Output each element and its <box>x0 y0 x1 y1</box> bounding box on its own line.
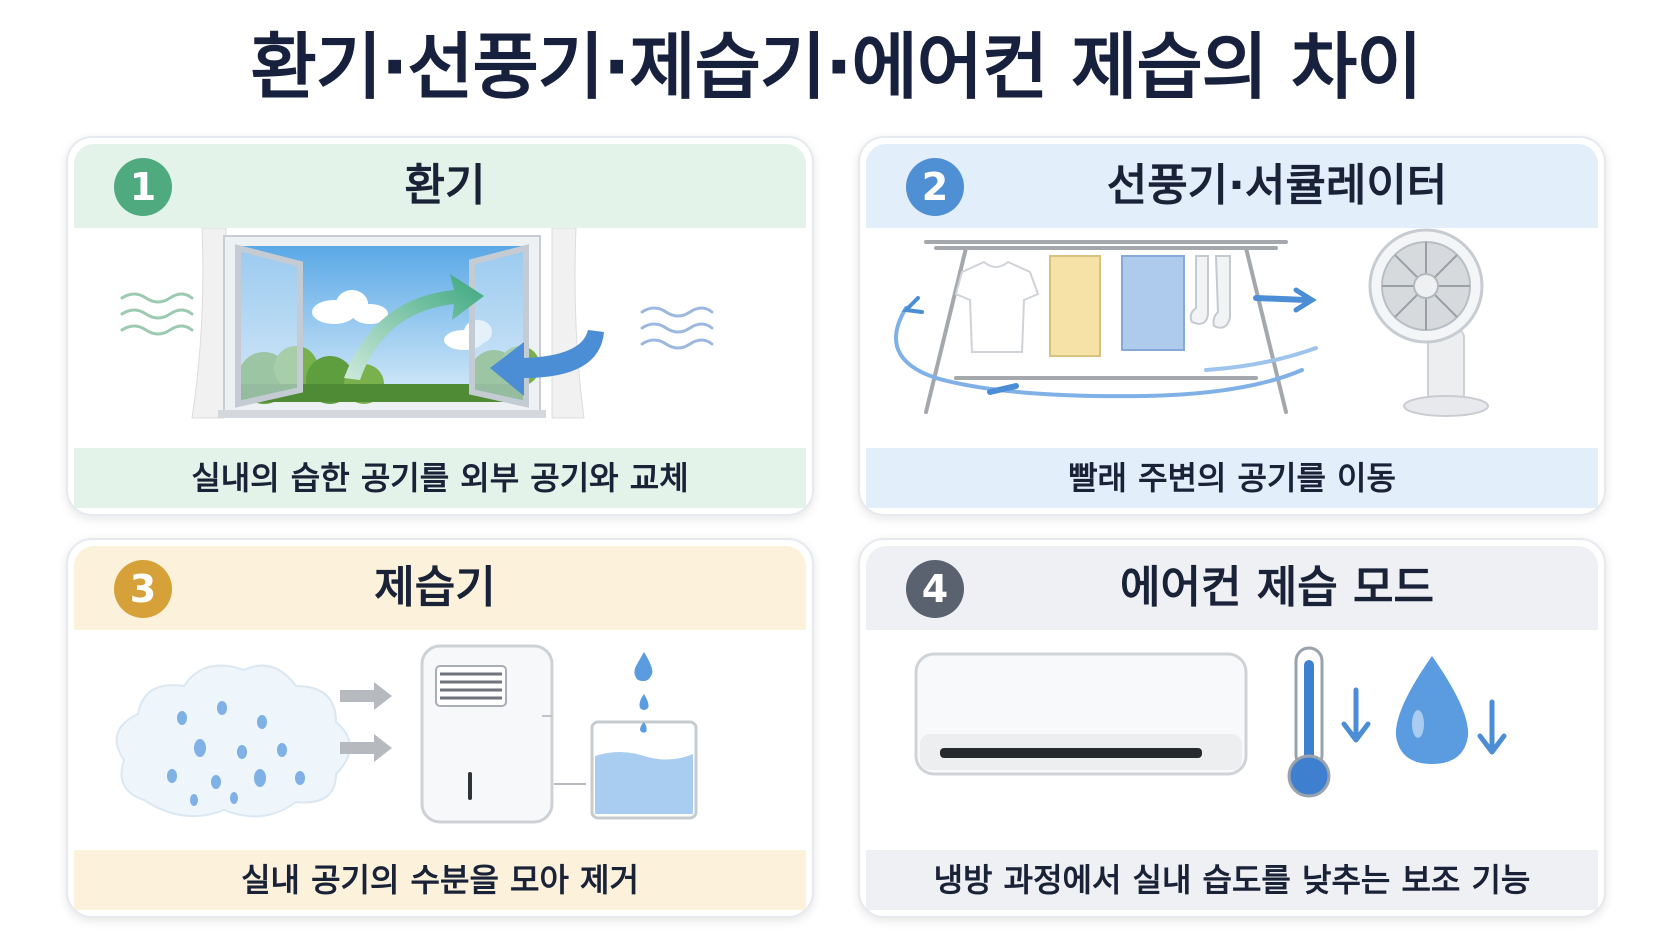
card-header: 2 선풍기·서큘레이터 <box>866 144 1598 228</box>
card-header: 1 환기 <box>74 144 806 228</box>
card-number-badge: 1 <box>114 158 172 216</box>
laundry-fan-illustration <box>894 228 1489 417</box>
card-title: 선풍기·서큘레이터 <box>1106 160 1448 211</box>
curtain-right <box>551 228 585 419</box>
water-drops-icon <box>634 652 653 733</box>
airflow-out-arrow-icon <box>344 274 484 380</box>
air-conditioner-icon <box>914 652 1248 776</box>
card-number-badge: 3 <box>114 560 172 618</box>
card-number-badge: 4 <box>906 560 964 618</box>
wind-lines-left-icon <box>120 292 194 336</box>
drying-rack-icon <box>924 240 1288 414</box>
water-tank-icon <box>590 720 698 820</box>
air-flow-arrows-icon <box>340 682 392 762</box>
card-description: 냉방 과정에서 실내 습도를 낮추는 보조 기능 <box>866 850 1598 910</box>
humidity-drop-down-icon <box>1395 656 1507 764</box>
card-aircon-dry-mode: 4 에어컨 제습 모드 냉방 과정에서 실내 습도를 낮추는 보조 기능 <box>858 538 1606 918</box>
card-description: 실내 공기의 수분을 모아 제거 <box>74 850 806 910</box>
card-number-badge: 2 <box>906 158 964 216</box>
towel-blue <box>1121 255 1185 351</box>
card-header: 3 제습기 <box>74 546 806 630</box>
thermometer-down-icon <box>1287 646 1371 798</box>
card-ventilation: 1 환기 <box>66 136 814 516</box>
wind-lines-right-icon <box>640 306 714 350</box>
card-title: 환기 <box>404 160 486 211</box>
electric-fan-icon <box>1368 228 1489 417</box>
tshirt-icon <box>954 260 1040 353</box>
curtain-left <box>191 228 227 419</box>
circulating-air-arrow-icon <box>894 287 1318 399</box>
air-conditioner-illustration <box>914 646 1507 798</box>
card-fan-circulator: 2 선풍기·서큘레이터 <box>858 136 1606 516</box>
humid-cloud-icon <box>115 664 351 818</box>
card-dehumidifier: 3 제습기 <box>66 538 814 918</box>
card-title: 에어컨 제습 모드 <box>1120 562 1434 613</box>
window-pane-left <box>235 244 303 408</box>
socks-icon <box>1189 255 1231 329</box>
airflow-in-arrow-icon <box>490 330 604 396</box>
card-header: 4 에어컨 제습 모드 <box>866 546 1598 630</box>
dehumidifier-illustration <box>115 644 698 824</box>
card-description: 빨래 주변의 공기를 이동 <box>866 448 1598 508</box>
card-description: 실내의 습한 공기를 외부 공기와 교체 <box>74 448 806 508</box>
dehumidifier-icon <box>420 644 554 824</box>
towel-yellow <box>1049 255 1101 357</box>
page-title: 환기·선풍기·제습기·에어컨 제습의 차이 <box>250 25 1422 109</box>
open-window-illustration <box>120 228 714 419</box>
card-title: 제습기 <box>374 562 496 613</box>
